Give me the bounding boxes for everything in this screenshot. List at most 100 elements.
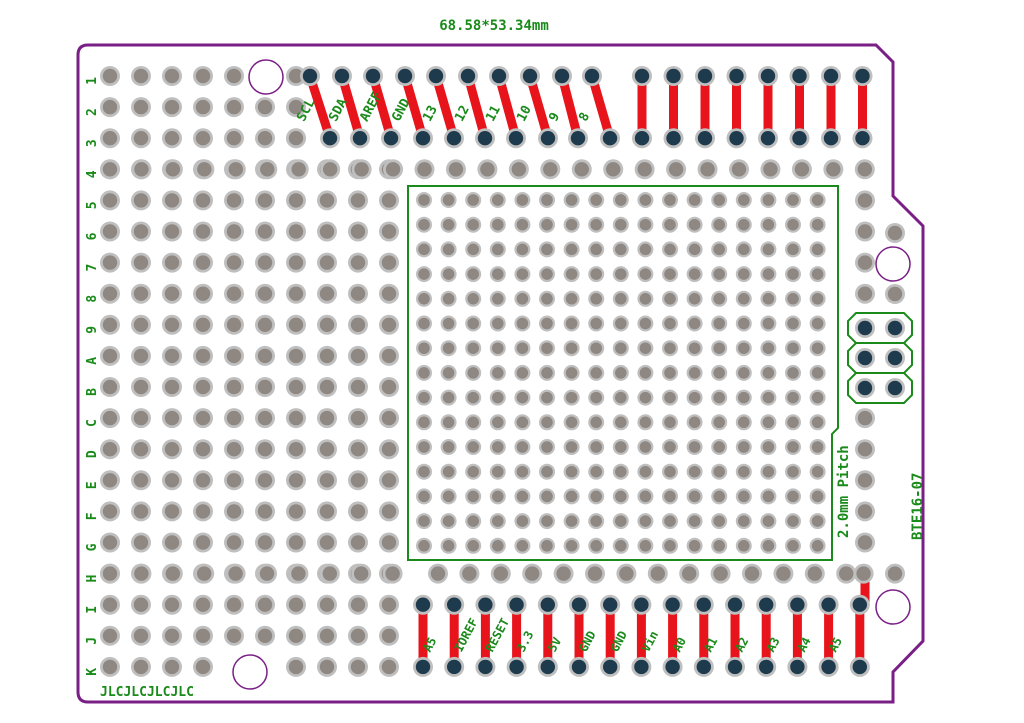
header-pad	[413, 656, 433, 677]
plated-hole	[440, 340, 457, 357]
plated-hole	[440, 266, 457, 283]
plated-hole	[317, 314, 337, 335]
plated-hole	[785, 513, 801, 530]
plated-hole	[100, 501, 120, 522]
plated-hole	[193, 66, 213, 86]
plated-hole	[637, 216, 654, 233]
plated-hole	[416, 315, 432, 332]
plated-hole	[760, 192, 777, 208]
plated-hole	[465, 389, 482, 406]
plated-hole	[711, 364, 728, 381]
plated-hole	[286, 97, 306, 118]
plated-hole	[465, 315, 482, 332]
plated-hole	[647, 563, 668, 584]
plated-hole	[286, 439, 306, 460]
copper-trace	[557, 71, 583, 143]
header-pad	[855, 348, 875, 368]
plated-hole	[785, 537, 801, 554]
row-label: G	[85, 543, 100, 551]
plated-hole	[785, 192, 801, 208]
plated-hole	[162, 221, 182, 242]
plated-hole	[809, 389, 826, 406]
row-label: K	[85, 668, 100, 676]
plated-hole	[416, 513, 432, 530]
plated-hole	[539, 513, 555, 530]
plated-hole	[255, 345, 275, 366]
plated-hole	[809, 537, 826, 554]
header-pad	[320, 128, 340, 149]
plated-hole	[348, 190, 368, 211]
plated-hole	[348, 377, 368, 397]
plated-hole	[809, 290, 826, 307]
plated-hole	[100, 314, 120, 335]
plated-hole	[514, 216, 531, 233]
plated-hole	[100, 252, 120, 273]
plated-hole	[679, 563, 700, 584]
bottom-pin-label: A2	[732, 635, 751, 654]
plated-hole	[686, 315, 703, 332]
plated-hole	[286, 252, 306, 273]
header-pad	[787, 656, 808, 677]
plated-hole	[440, 192, 457, 208]
plated-hole	[100, 128, 120, 149]
plated-hole	[489, 488, 506, 505]
plated-hole	[563, 192, 580, 208]
plated-hole	[616, 563, 637, 584]
header-pad	[426, 66, 446, 86]
plated-hole	[735, 463, 752, 480]
plated-hole	[637, 364, 654, 381]
plated-hole	[319, 563, 340, 584]
plated-hole	[539, 463, 555, 480]
plated-hole	[612, 241, 629, 258]
plated-hole	[662, 389, 678, 406]
plated-hole	[288, 159, 309, 180]
plated-hole	[489, 340, 506, 357]
plated-hole	[686, 340, 703, 357]
plated-hole	[662, 439, 678, 455]
plated-hole	[131, 345, 151, 366]
plated-hole	[286, 625, 306, 646]
plated-hole	[224, 190, 244, 211]
plated-hole	[224, 314, 244, 335]
header-pad	[568, 128, 588, 149]
header-pad	[489, 66, 509, 86]
plated-hole	[224, 221, 244, 242]
plated-hole	[100, 66, 120, 86]
plated-hole	[379, 594, 399, 615]
plated-hole	[855, 190, 875, 211]
copper-trace	[431, 71, 459, 143]
plated-hole	[193, 128, 213, 149]
plated-hole	[162, 314, 182, 335]
plated-hole	[255, 190, 275, 211]
plated-hole	[348, 532, 368, 553]
plated-hole	[686, 364, 703, 381]
plated-hole	[855, 221, 875, 242]
plated-hole	[571, 159, 592, 180]
plated-hole	[193, 345, 213, 366]
plated-hole	[686, 439, 703, 455]
plated-hole	[711, 389, 728, 406]
plated-hole	[735, 488, 752, 505]
plated-hole	[465, 216, 482, 233]
plated-hole	[489, 414, 506, 431]
plated-hole	[735, 290, 752, 307]
plated-hole	[809, 266, 826, 283]
plated-hole	[662, 513, 678, 530]
plated-hole	[255, 221, 275, 242]
plated-hole	[379, 252, 399, 273]
header-pad	[849, 594, 870, 615]
row-label: B	[85, 388, 100, 396]
plated-hole	[563, 340, 580, 357]
header-pad	[885, 318, 905, 338]
header-pad	[520, 66, 540, 86]
plated-hole	[100, 159, 120, 180]
plated-hole	[131, 656, 151, 677]
row-label: 9	[85, 326, 100, 334]
plated-hole	[131, 252, 151, 273]
plated-hole	[255, 283, 275, 304]
plated-hole	[193, 625, 213, 646]
plated-hole	[760, 159, 781, 180]
plated-hole	[612, 364, 629, 381]
plated-hole	[286, 408, 306, 429]
plated-hole	[563, 414, 580, 431]
